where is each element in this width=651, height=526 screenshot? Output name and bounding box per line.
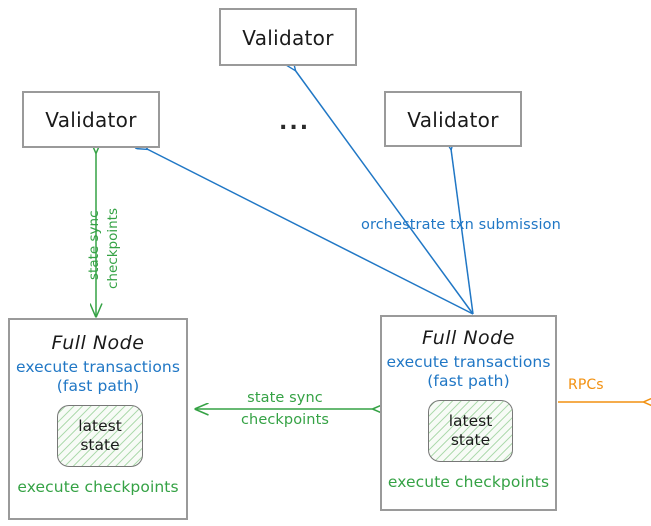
full-node-left-fastpath-line1: execute transactions: [15, 358, 181, 376]
full-node-left-latest-state-box: latest state: [57, 405, 143, 467]
full-node-left-fastpath-line2: (fast path): [56, 377, 140, 395]
full-node-right-footer: execute checkpoints: [387, 473, 550, 491]
full-node-right-state-line2: state: [450, 431, 491, 449]
validator-left-box[interactable]: Validator: [22, 91, 160, 148]
full-node-left-title: Full Node: [51, 332, 145, 354]
full-node-left-box[interactable]: Full Node execute transactions (fast pat…: [8, 318, 188, 520]
full-node-right-state-line1: latest: [448, 412, 493, 430]
full-node-right-fastpath-line1: execute transactions: [386, 353, 551, 371]
validators-ellipsis: ...: [279, 110, 311, 135]
horizontal-state-sync-label-line2: checkpoints: [240, 412, 330, 428]
orchestrate-txn-submission-label: orchestrate txn submission: [361, 217, 561, 233]
full-node-left-state-line2: state: [80, 436, 120, 454]
validator-top-box[interactable]: Validator: [219, 8, 357, 66]
vertical-state-sync-label-line2: checkpoints: [105, 208, 121, 289]
horizontal-state-sync-label-line1: state sync: [247, 390, 323, 406]
full-node-left-footer: execute checkpoints: [17, 478, 179, 496]
full-node-right-title: Full Node: [422, 327, 515, 349]
full-node-right-box[interactable]: Full Node execute transactions (fast pat…: [380, 315, 557, 511]
full-node-left-state-line1: latest: [78, 417, 122, 435]
full-node-right-state-label: latest state: [449, 412, 493, 450]
full-node-right-fastpath-line2: (fast path): [427, 372, 510, 390]
vertical-state-sync-label-line1: state sync: [86, 210, 102, 281]
full-node-left-state-label: latest state: [78, 417, 122, 455]
validator-left-label: Validator: [45, 108, 137, 132]
validator-top-label: Validator: [242, 26, 334, 50]
validator-right-box[interactable]: Validator: [384, 91, 522, 147]
validator-right-label: Validator: [407, 108, 499, 132]
full-node-right-latest-state-box: latest state: [428, 400, 513, 462]
rpcs-label: RPCs: [568, 377, 604, 393]
